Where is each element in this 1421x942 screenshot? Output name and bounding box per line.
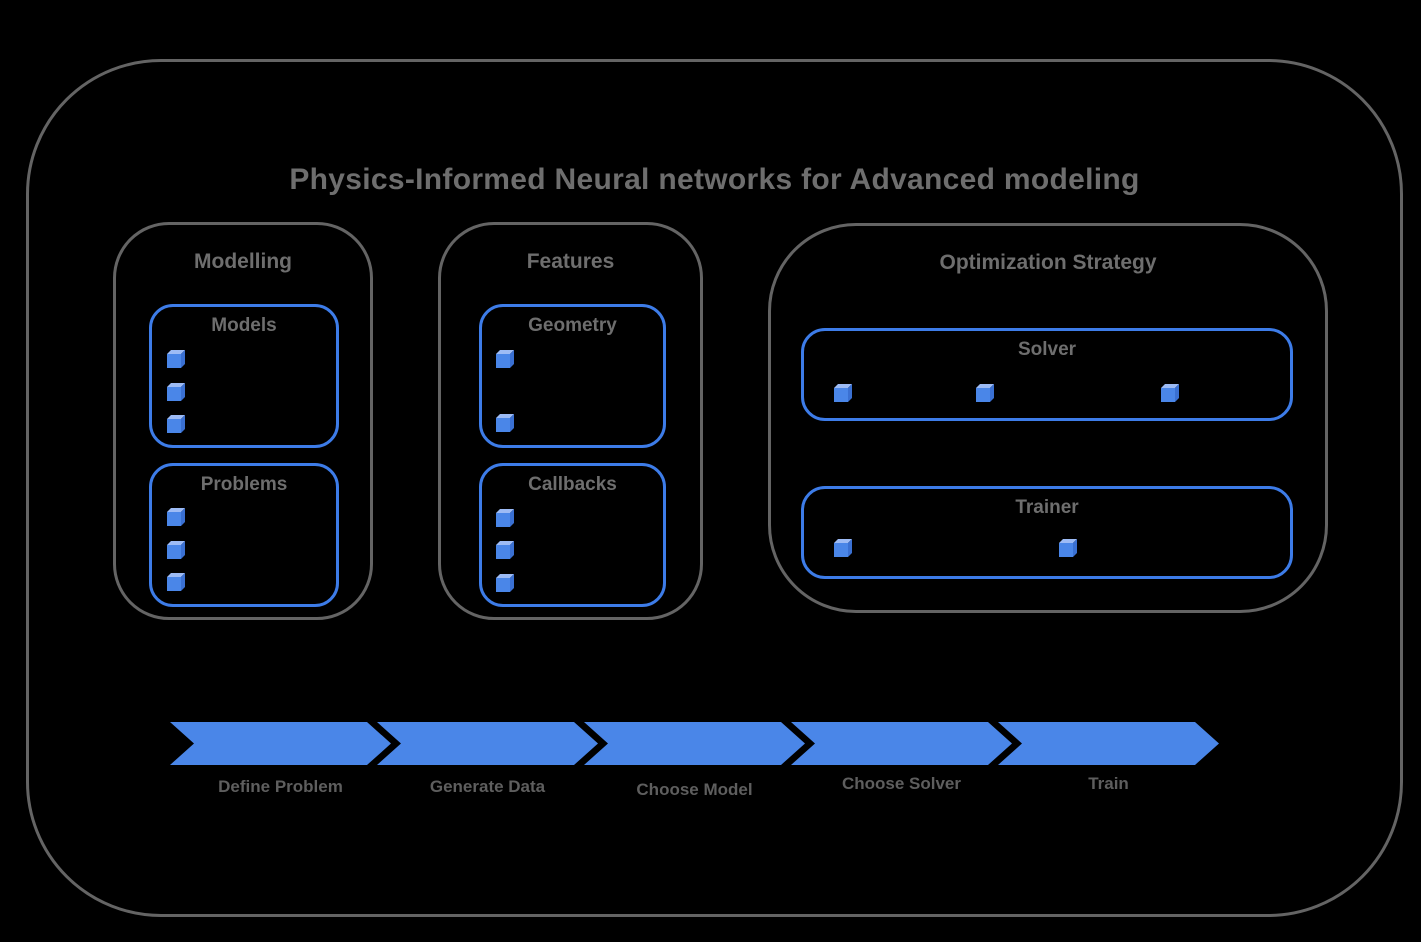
cube-icon [496, 354, 510, 368]
cube-icon [834, 388, 848, 402]
cube-icon [496, 418, 510, 432]
pipeline-arrow-train [998, 722, 1219, 765]
cube-icon [167, 419, 181, 433]
pipeline-label-generate-data: Generate Data [429, 777, 546, 796]
pipeline-label-define-problem: Define Problem [218, 777, 343, 796]
group-modelling-title: Modelling [194, 250, 292, 273]
cube-icon [167, 354, 181, 368]
cube-icon [496, 513, 510, 527]
pipeline-label-choose-solver: Choose Solver [841, 774, 962, 793]
box-geometry-title: Geometry [528, 315, 617, 336]
group-features: Features Geometry Callbacks [438, 222, 703, 620]
box-solver: Solver [801, 328, 1293, 421]
cube-icon [1161, 388, 1175, 402]
box-callbacks-title: Callbacks [528, 474, 617, 495]
group-modelling: Modelling Models Problems [113, 222, 373, 620]
diagram-title: Physics-Informed Neural networks for Adv… [289, 163, 1140, 196]
box-models: Models [149, 304, 339, 448]
box-problems: Problems [149, 463, 339, 607]
pipeline-label-train: Train [1088, 774, 1129, 793]
cube-icon [167, 545, 181, 559]
cube-icon [976, 388, 990, 402]
cube-icon [496, 545, 510, 559]
cube-icon [496, 578, 510, 592]
pipeline-arrow-choose-model [584, 722, 805, 765]
box-callbacks: Callbacks [479, 463, 666, 607]
box-geometry: Geometry [479, 304, 666, 448]
diagram-container: Physics-Informed Neural networks for Adv… [26, 59, 1403, 917]
pipeline-arrow-choose-solver [791, 722, 1012, 765]
pipeline-label-choose-model: Choose Model [636, 780, 753, 799]
box-solver-title: Solver [1017, 339, 1077, 360]
cube-icon [834, 543, 848, 557]
cube-icon [167, 387, 181, 401]
box-problems-title: Problems [200, 474, 288, 495]
box-trainer-title: Trainer [1015, 497, 1079, 518]
group-optimization-strategy: Optimization Strategy Solver Trainer [768, 223, 1328, 613]
group-features-title: Features [526, 250, 615, 273]
pipeline-arrow-define-problem [170, 722, 391, 765]
group-optimization-title: Optimization Strategy [939, 251, 1157, 274]
cube-icon [1059, 543, 1073, 557]
pipeline-arrow-generate-data [377, 722, 598, 765]
box-models-title: Models [211, 315, 277, 336]
box-trainer: Trainer [801, 486, 1293, 579]
cube-icon [167, 512, 181, 526]
cube-icon [167, 577, 181, 591]
